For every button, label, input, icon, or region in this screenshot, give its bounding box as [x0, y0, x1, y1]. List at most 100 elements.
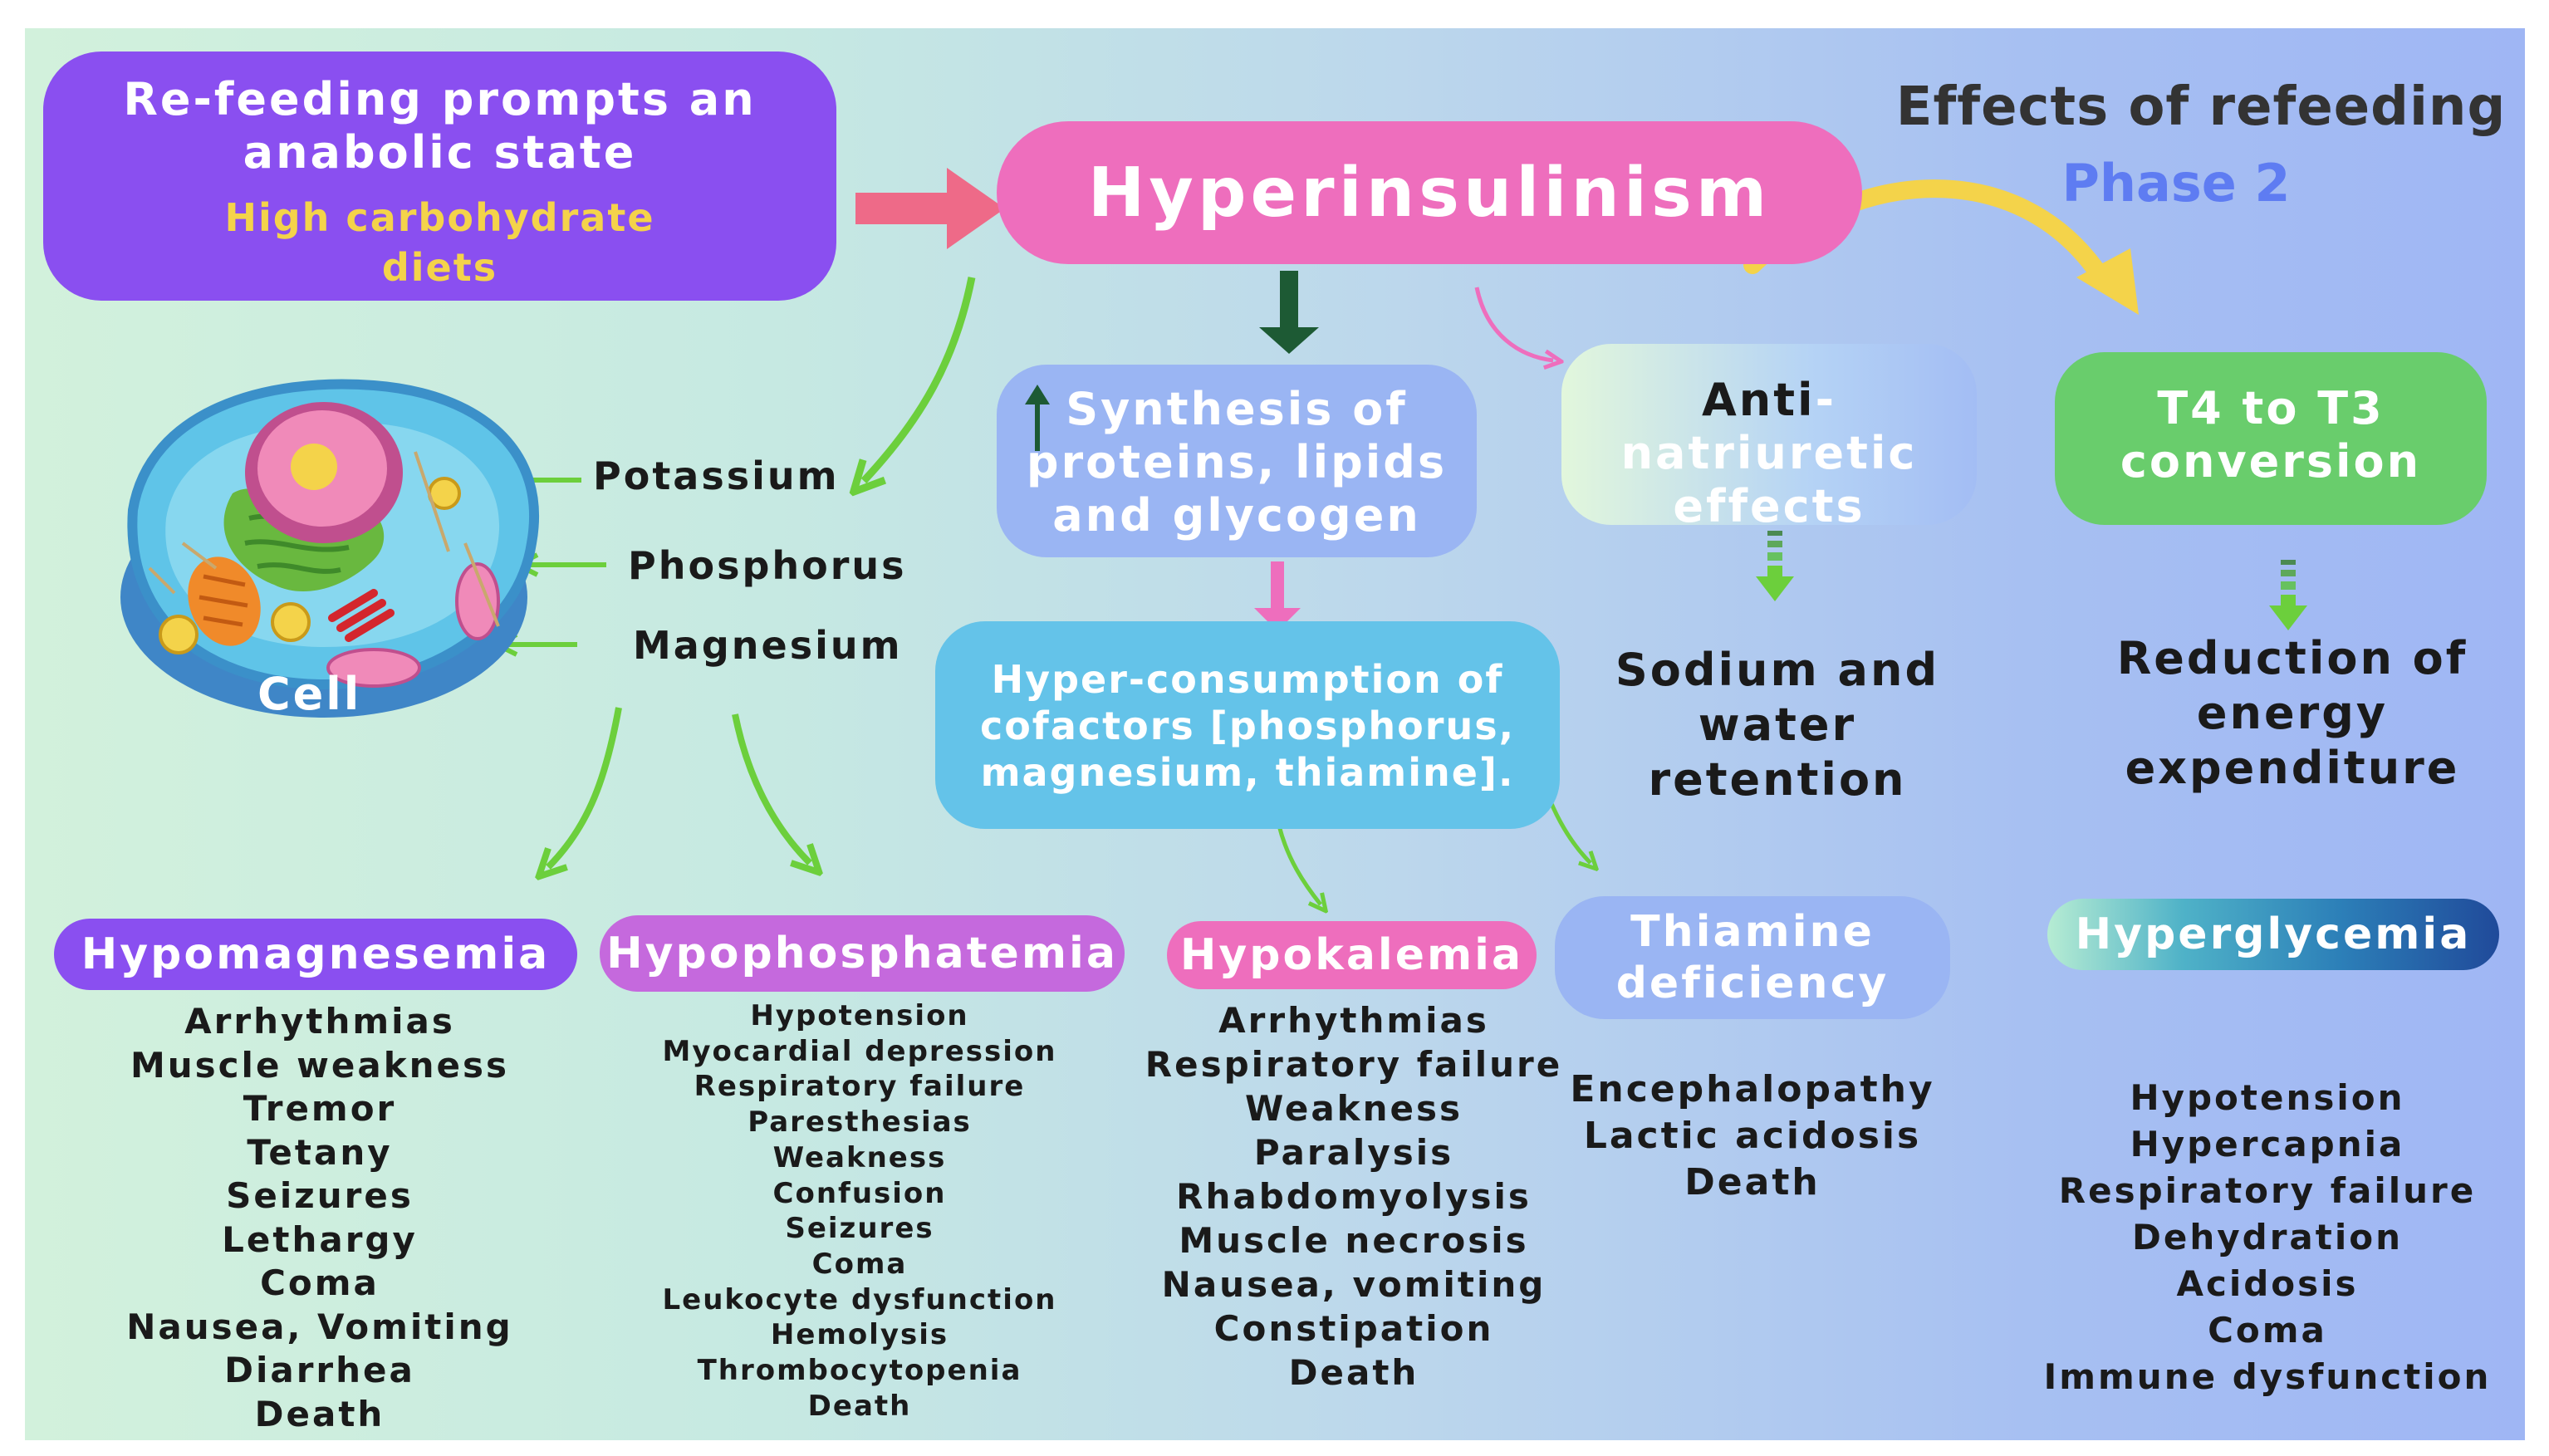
- carb-line1: High carbohydrate: [224, 195, 655, 240]
- list-item: Hypotension: [2130, 1077, 2405, 1118]
- list-item: Arrhythmias: [1218, 1000, 1489, 1041]
- list-item: Paresthesias: [748, 1105, 972, 1140]
- ion-phosphorus: Phosphorus: [628, 543, 907, 588]
- antinatriuretic-line2: effects: [1673, 480, 1865, 532]
- synthesis-line3: and glycogen: [1052, 489, 1421, 542]
- list-item: Paralysis: [1253, 1132, 1454, 1173]
- list-item: Myocardial depression: [662, 1034, 1057, 1068]
- list-item: Diarrhea: [224, 1350, 415, 1390]
- sodium-water-retention: Sodium and water retention: [1586, 643, 1968, 807]
- list-item: Hypercapnia: [2130, 1124, 2405, 1164]
- synthesis-box: Synthesis of proteins, lipids and glycog…: [997, 365, 1477, 557]
- list-item: Weakness: [1245, 1088, 1463, 1129]
- hyperinsulinism-box: Hyperinsulinism: [997, 121, 1862, 264]
- antinatriuretic-box: Anti-natriuretic effects: [1561, 344, 1977, 532]
- hypomagnesemia-list: Arrhythmias Muscle weakness Tremor Tetan…: [58, 1000, 581, 1436]
- list-item: Coma: [2208, 1310, 2327, 1351]
- arrow-to-antinatriuretic: [1474, 287, 1553, 360]
- hypokalemia-header: Hypokalemia: [1167, 921, 1537, 989]
- list-item: Rhabdomyolysis: [1176, 1176, 1532, 1217]
- list-item: Immune dysfunction: [2043, 1356, 2492, 1397]
- list-item: Nausea, vomiting: [1161, 1264, 1547, 1305]
- t4-t3-conversion-box: T4 to T3 conversion: [2055, 352, 2487, 525]
- t4-line1: T4 to T3: [2157, 382, 2385, 434]
- t4-line2: conversion: [2120, 435, 2422, 488]
- energy-expenditure-reduction: Reduction of energy expenditure: [2068, 631, 2517, 796]
- page-title: Effects of refeeding: [1895, 76, 2507, 138]
- energy-line1: Reduction of: [2116, 632, 2468, 684]
- list-item: Constipation: [1213, 1308, 1494, 1349]
- list-item: Coma: [260, 1262, 380, 1303]
- list-item: Respiratory failure: [2058, 1170, 2477, 1211]
- list-item: Respiratory failure: [1145, 1044, 1563, 1085]
- list-item: Acidosis: [2176, 1263, 2359, 1304]
- synthesis-line2: proteins, lipids: [1026, 436, 1448, 488]
- list-item: Coma: [811, 1247, 908, 1281]
- energy-line3: expenditure: [2125, 742, 2460, 794]
- arrow-to-ions: [864, 277, 976, 481]
- thiamine-title-line2: deficiency: [1615, 958, 1890, 1008]
- arrow-to-synthesis: [1259, 271, 1319, 354]
- list-item: Muscle necrosis: [1179, 1220, 1529, 1261]
- ion-magnesium: Magnesium: [633, 623, 903, 668]
- hypomagnesemia-header: Hypomagnesemia: [54, 919, 577, 990]
- list-item: Lethargy: [222, 1218, 418, 1260]
- thiamine-title-line1: Thiamine: [1630, 907, 1875, 957]
- phase-label: Phase 2: [2061, 153, 2291, 213]
- list-item: Arrhythmias: [184, 1001, 455, 1042]
- list-item: Death: [1288, 1352, 1419, 1393]
- list-item: Confusion: [772, 1176, 947, 1210]
- list-item: Lactic acidosis: [1583, 1115, 1922, 1157]
- arrow-to-consumption: [1254, 561, 1301, 631]
- consumption-line3: magnesium, thiamine].: [980, 750, 1515, 795]
- arrow-to-hypophosphatemia: [732, 713, 810, 863]
- list-item: Encephalopathy: [1570, 1068, 1935, 1110]
- anabolic-state-box: Re-feeding prompts an anabolic state Hig…: [43, 51, 836, 301]
- sodium-line2: water retention: [1648, 699, 1907, 806]
- list-item: Weakness: [772, 1140, 947, 1174]
- arrow-to-hyperinsulinism: [855, 168, 1005, 249]
- anabolic-line2: anabolic state: [243, 126, 637, 179]
- list-item: Death: [254, 1393, 385, 1434]
- list-item: Death: [1684, 1161, 1821, 1204]
- list-item: Hemolysis: [770, 1318, 949, 1352]
- arrow-to-energy-reduction: [2269, 560, 2307, 630]
- list-item: Seizures: [785, 1212, 934, 1246]
- list-item: Tremor: [243, 1088, 397, 1129]
- ion-potassium: Potassium: [593, 453, 840, 498]
- arrow-to-sodium-retention: [1756, 531, 1794, 601]
- hypokalemia-list: Arrhythmias Respiratory failure Weakness…: [1138, 998, 1570, 1395]
- hyper-consumption-box: Hyper-consumption of cofactors [phosphor…: [935, 621, 1560, 829]
- thiamine-deficiency-list: Encephalopathy Lactic acidosis Death: [1545, 1066, 1960, 1206]
- antinatriuretic-suffix: -natriuretic: [1620, 374, 1918, 479]
- energy-line2: energy: [2196, 687, 2389, 739]
- sodium-line1: Sodium and: [1615, 644, 1940, 696]
- list-item: Death: [807, 1389, 912, 1423]
- infographic-canvas: Re-feeding prompts an anabolic state Hig…: [25, 28, 2525, 1440]
- list-item: Muscle weakness: [130, 1044, 510, 1086]
- list-item: Tetany: [247, 1131, 393, 1173]
- synthesis-line1: Synthesis of: [1066, 383, 1408, 435]
- consumption-line2: cofactors [phosphorus,: [979, 703, 1516, 748]
- list-item: Nausea, Vomiting: [126, 1306, 513, 1347]
- arrow-to-hypokalemia: [1277, 825, 1321, 904]
- anabolic-line1: Re-feeding prompts an: [123, 73, 757, 125]
- list-item: Leukocyte dysfunction: [662, 1282, 1057, 1316]
- thiamine-deficiency-header: Thiamine deficiency: [1555, 896, 1950, 1019]
- consumption-line1: Hyper-consumption of: [991, 657, 1504, 702]
- hyperglycemia-header: Hyperglycemia: [2047, 899, 2499, 970]
- list-item: Hypotension: [750, 999, 969, 1032]
- list-item: Dehydration: [2132, 1217, 2403, 1257]
- list-item: Respiratory failure: [694, 1070, 1026, 1104]
- cell-illustration-icon: [120, 379, 540, 718]
- list-item: Thrombocytopenia: [697, 1354, 1022, 1388]
- antinatriuretic-prefix: Anti: [1702, 374, 1816, 426]
- hypophosphatemia-header: Hypophosphatemia: [600, 915, 1125, 992]
- hypophosphatemia-list: Hypotension Myocardial depression Respir…: [598, 998, 1121, 1424]
- arrow-to-hypomagnesemia: [548, 707, 622, 867]
- cell-label: Cell: [257, 668, 362, 720]
- carb-line2: diets: [381, 245, 498, 290]
- list-item: Seizures: [226, 1175, 414, 1216]
- up-arrow-icon: [1025, 385, 1050, 451]
- hyperglycemia-list: Hypotension Hypercapnia Respiratory fail…: [2018, 1075, 2517, 1400]
